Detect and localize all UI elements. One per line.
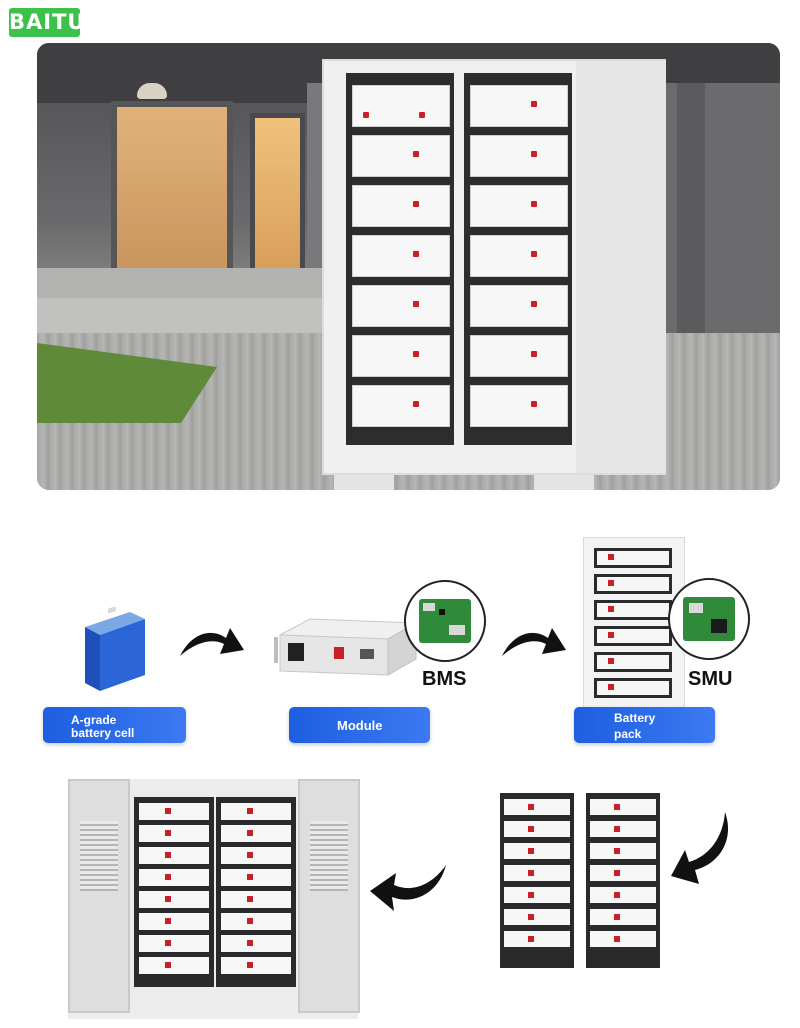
lamp-icon [137, 83, 167, 99]
arrow-down-left-icon [671, 812, 729, 884]
arrow-right-icon [502, 628, 566, 656]
battery-cabinet-photo [322, 59, 666, 490]
battery-module-image [274, 618, 418, 676]
battery-cell-image [85, 607, 145, 691]
bms-board-image [404, 580, 486, 662]
battery-cabinet-open-image [68, 779, 360, 1019]
step-label-pack: Battery pack [574, 707, 715, 743]
step-label-module: Module [289, 707, 430, 743]
brand-logo: BAITU [9, 8, 84, 37]
hero-product-photo [37, 43, 780, 490]
smu-board-image [668, 578, 750, 660]
smu-label: SMU [688, 668, 733, 690]
battery-racks-image [500, 793, 665, 968]
arrow-left-icon [370, 865, 446, 911]
step-label-cell: A-grade battery cell [43, 707, 186, 743]
arrow-right-icon [180, 628, 244, 656]
bms-label: BMS [422, 668, 467, 690]
